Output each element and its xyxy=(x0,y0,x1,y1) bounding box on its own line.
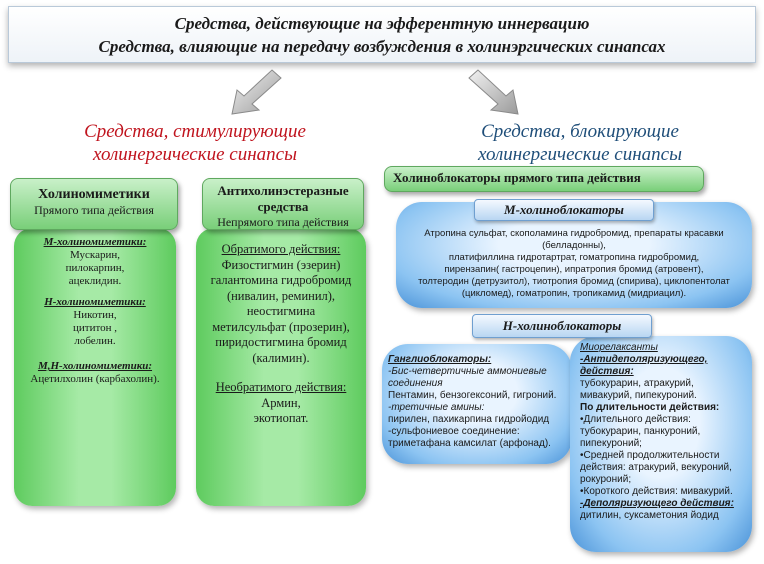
list-item: (калимин). xyxy=(252,350,310,365)
cholinomimetics-subtitle: Прямого типа действия xyxy=(34,203,154,217)
depol-header: -Деполяризующего действия: xyxy=(580,498,734,509)
bis-header: -Бис-четвертичные аммониевые соединения xyxy=(388,366,547,389)
cholinomimetics-panel: М-холиномиметики: Мускарин, пилокарпин, … xyxy=(14,228,176,506)
ganglioblockers-header: Ганглиоблокаторы: xyxy=(388,354,492,365)
direct-blockers-title: Холиноблокаторы прямого типа действия xyxy=(393,170,641,185)
list-item: пиридостигмина бромид xyxy=(215,335,347,349)
list-item: платифиллина гидротартрат, гоматропина г… xyxy=(448,252,700,263)
main-title: Средства, действующие на эфферентную инн… xyxy=(8,6,756,63)
list-item: неостигмина xyxy=(246,304,316,318)
list-item: •Длительного действия: тубокурарин, панк… xyxy=(580,414,701,449)
n-blockers-label: Н-холиноблокаторы xyxy=(472,314,652,338)
list-item: дитилин, суксаметония йодид xyxy=(580,510,719,521)
list-item: метилсульфат (прозерин), xyxy=(212,319,350,334)
stimulating-heading: Средства, стимулирующие холинергические … xyxy=(84,121,306,165)
list-item: Никотин, xyxy=(73,309,117,321)
list-item: Армин, xyxy=(261,395,301,410)
list-item: лобелин. xyxy=(74,335,116,347)
n-cholinomimetics-header: Н-холиномиметики: xyxy=(44,296,146,308)
anticholinesterase-subtitle: Непрямого типа действия xyxy=(217,215,349,229)
list-item: ацеклидин. xyxy=(68,275,122,287)
ganglioblockers-panel: Ганглиоблокаторы: -Бис-четвертичные аммо… xyxy=(382,344,572,464)
list-item: пилокарпин, xyxy=(65,262,125,274)
list-item: Атропина сульфат, скополамина гидроброми… xyxy=(424,228,724,239)
list-item: пирилен, пахикарпина гидройодид xyxy=(388,414,550,425)
title-line-1: Средства, действующие на эфферентную инн… xyxy=(174,14,590,33)
list-item: Мускарин, xyxy=(70,249,120,261)
list-item: (цикломед), гоматропин, тропикамид (мидр… xyxy=(461,288,687,299)
arrow-left-icon xyxy=(231,69,282,115)
reversible-header: Обратимого действия: xyxy=(221,242,341,256)
duration-header: По длительности действия: xyxy=(580,402,720,413)
muscle-relaxants-header: Миорелаксанты xyxy=(580,342,658,353)
list-item: цититон , xyxy=(72,322,118,334)
blocking-heading: Средства, блокирующие холинергические си… xyxy=(478,121,682,165)
m-blockers-label: М-холиноблокаторы xyxy=(474,199,654,221)
anticholinesterase-panel: Обратимого действия: Физостигмин (эзерин… xyxy=(196,228,366,506)
list-item: толтеродин (детрузитол), тиотропия броми… xyxy=(418,276,730,287)
mn-cholinomimetics-header: М,Н-холиномиметики: xyxy=(37,360,153,372)
muscle-relaxants-panel: Миорелаксанты -Антидеполяризующего, дейс… xyxy=(570,336,752,552)
list-item: Пентамин, бензогексоний, гигроний. xyxy=(388,390,557,401)
list-item: Ацетилхолин (карбахолин). xyxy=(30,373,160,385)
list-item: •Средней продолжительности действия: атр… xyxy=(580,450,732,485)
list-item: Физостигмин (эзерин) xyxy=(221,257,341,272)
tert-header: -третичные амины: xyxy=(388,402,485,413)
list-item: галантомина гидробромид xyxy=(210,273,352,287)
list-item: тубокурарин, атракурий, мивакурий, пипек… xyxy=(580,378,697,401)
list-item: (нивалин, реминил), xyxy=(226,288,336,303)
list-item: (белладонны), xyxy=(542,240,606,251)
irreversible-header: Необратимого действия: xyxy=(215,380,347,394)
list-item: триметафана камсилат (арфонад). xyxy=(388,438,551,449)
antidepol-header: -Антидеполяризующего, действия: xyxy=(580,354,708,377)
direct-blockers-box: Холиноблокаторы прямого типа действия xyxy=(384,166,704,192)
arrow-right-icon xyxy=(468,69,519,115)
anticholinesterase-title: Антихолинэстеразные средства xyxy=(217,183,349,214)
cholinomimetics-title: Холиномиметики xyxy=(38,187,150,202)
m-cholinomimetics-header: М-холиномиметики: xyxy=(43,236,147,248)
sulf-header: -сульфониевое соединение: xyxy=(388,426,520,437)
list-item: •Короткого действия: мивакурий. xyxy=(580,486,733,497)
title-line-2: Средства, влияющие на передачу возбужден… xyxy=(98,37,666,56)
cholinomimetics-box: Холиномиметики Прямого типа действия xyxy=(10,178,178,230)
list-item: экотиопат. xyxy=(253,411,309,425)
anticholinesterase-box: Антихолинэстеразные средства Непрямого т… xyxy=(202,178,364,230)
list-item: пирензапин( гастроцепин), ипратропия бро… xyxy=(444,264,704,275)
